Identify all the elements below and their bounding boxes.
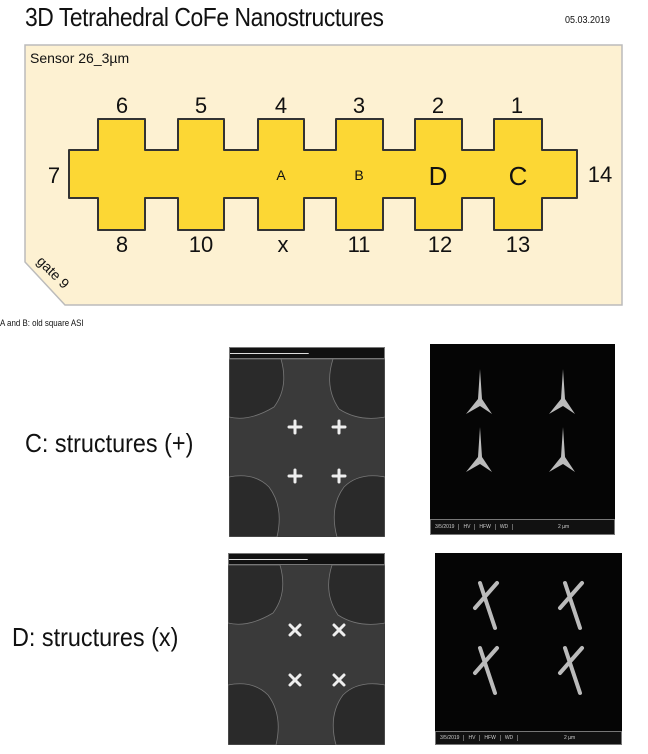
contact-label: 4 xyxy=(275,93,287,118)
row-label-c: C: structures (+) xyxy=(25,428,194,458)
sem-info: 3/5/2019 xyxy=(431,524,460,530)
region-label: A xyxy=(276,167,286,183)
date: 05.03.2019 xyxy=(565,15,611,26)
contact-label: 10 xyxy=(189,232,213,257)
contact-pads xyxy=(68,118,578,231)
sem-info: WD xyxy=(496,524,514,530)
sensor-label: Sensor 26_3µm xyxy=(30,50,129,66)
contact-label: 11 xyxy=(348,232,371,257)
sem-info: HFW xyxy=(480,735,501,741)
sem-info: HFW xyxy=(475,524,496,530)
contact-label: 5 xyxy=(195,93,207,118)
tetrahedral-structures xyxy=(466,369,575,472)
sem-info: 3/5/2019 xyxy=(436,735,465,741)
contact-label: 7 xyxy=(48,163,60,188)
contact-label: 14 xyxy=(588,162,612,187)
contact-label: x xyxy=(278,232,289,257)
cross-structures xyxy=(287,419,347,484)
sem-info: HV xyxy=(459,524,476,530)
footnote: A and B: old square ASI xyxy=(0,318,84,328)
region-label: B xyxy=(354,167,363,183)
contact-label: 6 xyxy=(116,93,128,118)
contact-label: 1 xyxy=(511,93,523,118)
x-structures xyxy=(288,623,346,687)
sem-image-d-tilt: 3/5/2019 HV HFW WD 2 µm xyxy=(435,553,622,745)
contact-label: 13 xyxy=(506,232,530,257)
contact-label: 12 xyxy=(428,232,452,257)
region-label: D xyxy=(429,161,448,191)
contact-label: 8 xyxy=(116,232,128,257)
sensor-chip-diagram: Sensor 26_3µm 6 5 4 3 2 1 8 10 x 11 12 1… xyxy=(24,44,623,306)
sem-info: HV xyxy=(464,735,481,741)
tetrahedral-structures xyxy=(473,581,584,695)
sem-info: WD xyxy=(501,735,519,741)
sem-image-c-tilt: 3/5/2019 HV HFW WD 2 µm xyxy=(430,344,615,535)
page-title: 3D Tetrahedral CoFe Nanostructures xyxy=(25,2,384,32)
region-label: C xyxy=(509,161,528,191)
row-label-d: D: structures (x) xyxy=(12,622,179,652)
contact-label: 2 xyxy=(432,93,444,118)
contact-label: 3 xyxy=(353,93,365,118)
sem-image-d-top xyxy=(228,553,385,745)
scale-bar-label: 2 µm xyxy=(563,735,576,741)
scale-bar-label: 2 µm xyxy=(557,524,570,530)
sem-image-c-top xyxy=(229,347,385,537)
